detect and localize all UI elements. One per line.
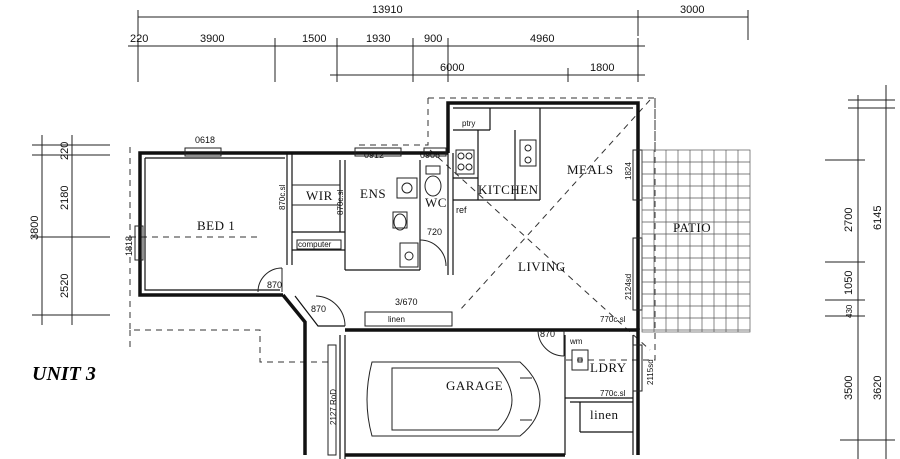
door-swing-bed xyxy=(257,267,283,293)
roof-outline xyxy=(129,97,656,363)
label-hall-linen-code: 3/670 xyxy=(395,297,418,307)
label-living-robe: 770c.sl xyxy=(600,315,626,324)
left-dimensions: 220 2180 3800 2520 xyxy=(29,135,110,325)
room-label-ens: ENS xyxy=(360,186,386,201)
label-computer: computer xyxy=(298,240,332,249)
room-label-patio: PATIO xyxy=(673,220,711,235)
dim-row3-0: 6000 xyxy=(440,62,464,74)
label-window-ens: 0912 xyxy=(364,150,384,160)
dim-right-0: 2700 xyxy=(843,208,855,232)
label-pantry: ptry xyxy=(462,119,475,128)
label-door-bed: 870 xyxy=(267,280,282,290)
room-label-living: LIVING xyxy=(518,259,566,274)
door-swings xyxy=(257,239,565,357)
ens-toilet xyxy=(392,211,408,229)
label-washer: wm xyxy=(569,337,583,346)
window-bed-left xyxy=(134,225,144,261)
dim-row2-3: 1930 xyxy=(366,33,390,45)
dim-left-2: 3800 xyxy=(29,216,41,240)
garage-door xyxy=(327,344,337,456)
kitchen-cooktop xyxy=(455,149,475,175)
label-fridge: ref xyxy=(456,205,467,215)
label-window-bed-top: 0618 xyxy=(195,135,215,145)
ldry-tub xyxy=(571,349,589,371)
kitchen-sink xyxy=(519,139,537,167)
door-swing-garage xyxy=(537,329,565,357)
dim-right-4: 3500 xyxy=(843,376,855,400)
ens-shower xyxy=(399,242,419,268)
dim-right-3: 430 xyxy=(845,304,854,318)
dim-row3-1: 1800 xyxy=(590,62,614,74)
dim-row2-2: 1500 xyxy=(302,33,326,45)
door-ldry-sliding xyxy=(632,344,643,392)
label-wir-robe: 870c.sl xyxy=(278,184,287,210)
dim-overall: 13910 xyxy=(372,4,403,16)
windows xyxy=(134,147,643,392)
dim-left-1: 2180 xyxy=(59,186,71,210)
room-label-ldry: LDRY xyxy=(590,360,627,375)
room-label-kitchen: KITCHEN xyxy=(478,182,539,197)
dim-right: 3000 xyxy=(680,4,704,16)
label-ldry-robe: 770c.sl xyxy=(600,389,626,398)
door-swing-wc xyxy=(419,239,447,267)
dim-row2-1: 3900 xyxy=(200,33,224,45)
label-ldry-door: 2115sd xyxy=(646,359,655,385)
wc-toilet xyxy=(424,175,442,197)
room-label-wc: WC xyxy=(425,195,447,210)
label-window-bed-left: 1818 xyxy=(124,236,134,256)
walls xyxy=(138,101,640,459)
dim-row2-0: 220 xyxy=(130,33,148,45)
window-ens xyxy=(354,147,402,157)
dim-right-5: 3620 xyxy=(872,376,884,400)
label-garage-door: 2127 RoD xyxy=(329,389,338,425)
window-bed-top xyxy=(184,147,222,157)
dim-row2-5: 4960 xyxy=(530,33,554,45)
right-dimensions: 2700 6145 1050 430 3500 3620 xyxy=(825,85,895,459)
room-label-garage: GARAGE xyxy=(446,378,503,393)
label-door-wc: 720 xyxy=(427,227,442,237)
label-window-wc: 0906 xyxy=(420,150,440,160)
top-dimensions: 13910 3000 220 3900 1500 1930 900 4960 6… xyxy=(128,4,749,82)
dim-right-2: 1050 xyxy=(843,271,855,295)
label-door-hall: 870 xyxy=(311,304,326,314)
label-hall-linen: linen xyxy=(388,315,405,324)
room-label-wir: WIR xyxy=(306,188,333,203)
dim-left-3: 2520 xyxy=(59,274,71,298)
computer-desk xyxy=(296,239,342,250)
ens-basin xyxy=(396,177,418,199)
room-label-meals: MEALS xyxy=(567,162,614,177)
dim-right-1: 6145 xyxy=(872,206,884,230)
dim-row2-4: 900 xyxy=(424,33,442,45)
door-swing-hall xyxy=(315,295,346,327)
patio-tiles xyxy=(641,149,751,333)
dim-left-0: 220 xyxy=(59,142,71,160)
car-outline xyxy=(366,361,541,437)
label-ens-robe: 870c.sl xyxy=(336,189,345,215)
label-meals-window: 1824 xyxy=(624,162,633,180)
label-door-garage: 870 xyxy=(540,329,555,339)
room-label-linen: linen xyxy=(590,407,619,422)
unit-title: UNIT 3 xyxy=(32,363,96,385)
label-patio-door: 2124sd xyxy=(624,274,633,300)
room-label-bed1: BED 1 xyxy=(197,218,235,233)
hall-linen-cupboard xyxy=(364,311,453,327)
fixtures xyxy=(292,139,589,371)
window-wc xyxy=(423,147,447,157)
